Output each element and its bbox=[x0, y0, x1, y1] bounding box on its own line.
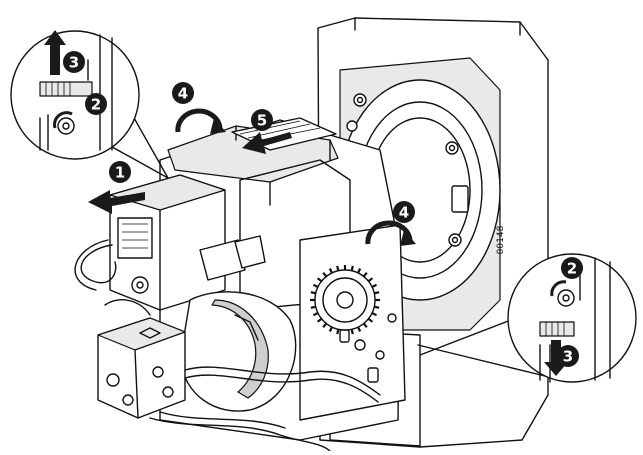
gear-tooth bbox=[328, 326, 333, 333]
arrow-rotate-right bbox=[365, 220, 416, 246]
svg-text:3: 3 bbox=[563, 348, 573, 366]
step-badge-3-top: 3 bbox=[63, 51, 85, 73]
gear-tooth bbox=[374, 305, 380, 309]
arrow-rotate-top bbox=[175, 108, 226, 134]
step-badges: 1 2 3 4 5 4 2 3 bbox=[63, 51, 583, 367]
gear-tooth bbox=[374, 291, 380, 295]
gear-tooth bbox=[362, 271, 368, 278]
step-badge-3-right: 3 bbox=[557, 345, 579, 367]
gear-tooth bbox=[336, 265, 340, 271]
step-badge-4-top: 4 bbox=[172, 82, 194, 104]
gear-tooth bbox=[362, 322, 368, 329]
arrow-slide-cover bbox=[242, 132, 292, 154]
svg-text:4: 4 bbox=[178, 85, 188, 103]
gear-tooth bbox=[367, 317, 374, 323]
step-badge-5: 5 bbox=[251, 109, 273, 131]
gear-tooth bbox=[316, 317, 323, 323]
svg-text:2: 2 bbox=[91, 96, 101, 114]
air-damper bbox=[179, 291, 297, 412]
step-badge-2-right: 2 bbox=[561, 257, 583, 279]
gear-wheel bbox=[310, 265, 380, 335]
svg-text:3: 3 bbox=[69, 54, 79, 72]
gear-tooth bbox=[322, 322, 328, 329]
gear-tooth bbox=[336, 329, 340, 335]
step-badge-2-top: 2 bbox=[85, 93, 107, 115]
gear-tooth bbox=[367, 277, 374, 283]
svg-text:5: 5 bbox=[257, 112, 267, 130]
svg-text:4: 4 bbox=[399, 204, 409, 222]
gear-tooth bbox=[350, 329, 354, 335]
fuel-pump bbox=[97, 299, 381, 452]
actuator-box bbox=[74, 174, 266, 311]
gear-tooth bbox=[328, 267, 333, 274]
gear-tooth bbox=[371, 312, 378, 317]
figure-code: 00148 bbox=[496, 225, 506, 254]
gear-tooth bbox=[312, 312, 319, 317]
gear-tooth bbox=[310, 305, 316, 309]
gear-tooth bbox=[357, 267, 362, 274]
gear-tooth bbox=[316, 277, 323, 283]
gear-tooth bbox=[310, 291, 316, 295]
arrow-pull-actuator bbox=[88, 190, 145, 214]
svg-text:2: 2 bbox=[567, 260, 577, 278]
gear-tooth bbox=[322, 271, 328, 278]
detail-callout-right bbox=[417, 253, 637, 383]
step-badge-4-right: 4 bbox=[393, 201, 415, 223]
gear-tooth bbox=[312, 283, 319, 288]
gear-tooth bbox=[357, 326, 362, 333]
step-badge-1: 1 bbox=[109, 161, 131, 183]
svg-text:1: 1 bbox=[115, 164, 125, 182]
gear-tooth bbox=[371, 283, 378, 288]
gear-tooth bbox=[350, 265, 354, 271]
